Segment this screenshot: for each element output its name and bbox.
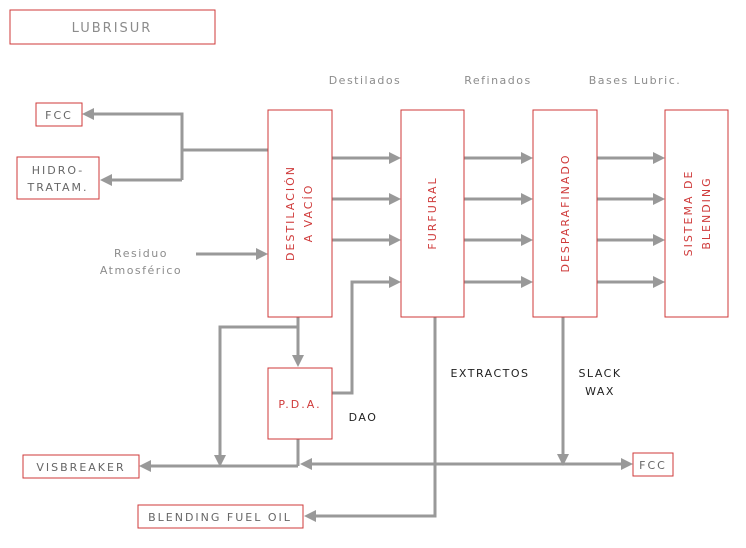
flow-extractos [316,317,437,518]
arrowheads [82,108,665,522]
arrow-to-pda [292,355,304,367]
residuo-label-line1: Residuo [114,247,168,260]
arrow-visbreaker [139,460,151,472]
arrow-destilado-3 [389,234,401,246]
unit-destilacion-vacio: DESTILACIÓN A VACÍO [267,109,333,318]
visbreaker-label: VISBREAKER [36,461,125,474]
residuo-label-line2: Atmosférico [100,264,182,277]
extractos-label: EXTRACTOS [450,367,529,380]
furfural-label: FURFURAL [426,176,439,249]
arrow-refinado-4 [521,276,533,288]
flow-lines [94,112,655,518]
blending-label-line1: SISTEMA DE [682,170,695,257]
fcc-top-label: FCC [45,109,73,122]
blending-label-line2: BLENDING [700,176,713,249]
arrow-destilado-1 [389,152,401,164]
arrow-refinado-2 [521,193,533,205]
arrow-residuo [256,248,268,260]
output-hidrotratamiento: HIDRO- TRATAM. [16,156,100,200]
arrow-base-3 [653,234,665,246]
dao-label: DAO [349,411,378,424]
arrow-refinado-3 [521,234,533,246]
arrow-header-west [300,458,312,470]
destilacion-label-line1: DESTILACIÓN [284,165,297,261]
pda-label: P.D.A. [278,398,321,411]
unit-desparafinado: DESPARAFINADO [532,109,598,318]
destilacion-label-line2: A VACÍO [302,184,315,243]
arrow-fcc-top [82,108,94,120]
unit-furfural: FURFURAL [400,109,465,318]
output-visbreaker: VISBREAKER [22,454,140,479]
fcc-bottom-label: FCC [639,459,667,472]
arrow-fcc-bottom [621,458,633,470]
flow-dao-to-furfural [332,280,390,395]
unit-sistema-blending: SISTEMA DE BLENDING [664,109,729,318]
arrow-base-2 [653,193,665,205]
slack-label: SLACK [578,367,621,380]
unit-pda: P.D.A. [267,367,333,440]
wax-label: WAX [585,385,615,398]
flow-dest-to-visbreaker [218,325,298,456]
arrow-base-4 [653,276,665,288]
desparafinado-label: DESPARAFINADO [559,153,572,272]
output-fcc-bottom: FCC [632,452,674,477]
header-destilados: Destilados [329,74,402,87]
arrow-dao [389,276,401,288]
flow-to-fcc-top [94,112,268,152]
hidro-label-line2: TRATAM. [27,181,89,194]
arrow-hidro [100,174,112,186]
arrow-base-1 [653,152,665,164]
hidro-label-line1: HIDRO- [32,164,85,177]
blending-fuel-oil-label: BLENDING FUEL OIL [148,511,292,524]
title-text: LUBRISUR [72,21,153,36]
header-bases-lubric: Bases Lubric. [589,74,682,87]
arrow-blending-fuel-oil [304,510,316,522]
output-fcc-top: FCC [35,102,83,127]
arrow-slack-wax [557,454,569,466]
title-box: LUBRISUR [9,9,216,45]
header-refinados: Refinados [464,74,532,87]
output-blending-fuel-oil: BLENDING FUEL OIL [137,504,304,529]
arrow-refinado-1 [521,152,533,164]
arrow-to-visbreaker-junction [214,455,226,467]
arrow-destilado-2 [389,193,401,205]
